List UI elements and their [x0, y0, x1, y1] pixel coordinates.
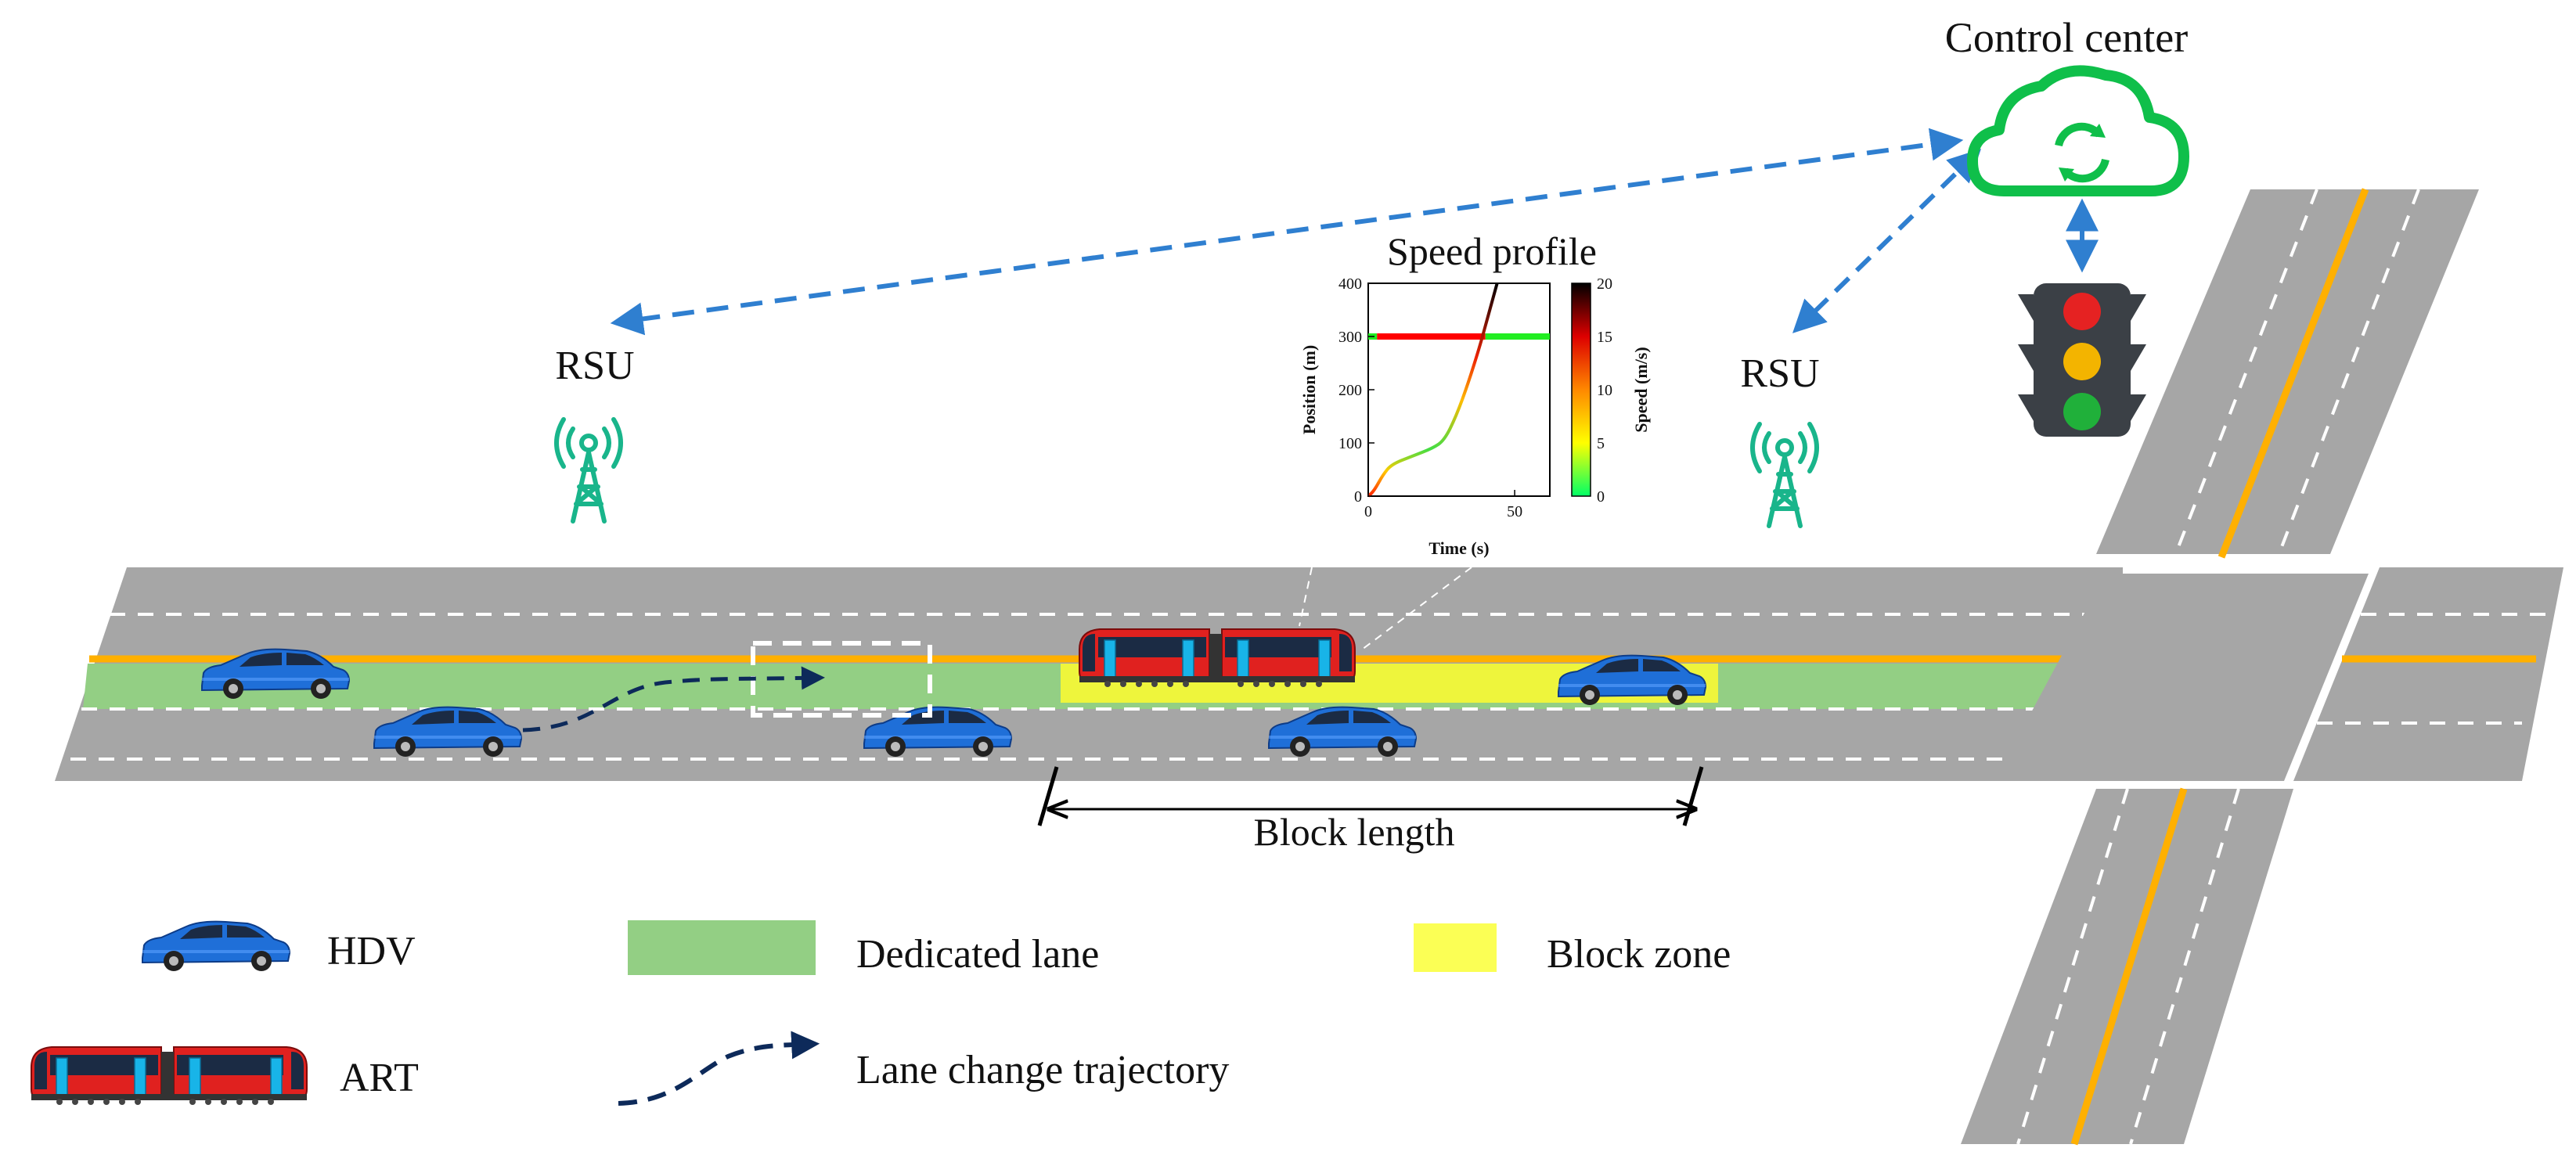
y-axis-label: Position (m): [1299, 345, 1319, 434]
legend-dedicated-lane-swatch: [628, 920, 816, 975]
colorbar-tick-label: 20: [1597, 275, 1612, 293]
link-cc-rsu-right: [1792, 149, 1982, 333]
colorbar-tick-label: 5: [1597, 435, 1605, 452]
art-vehicle: [1079, 628, 1356, 688]
legend-hdv-icon: [142, 920, 290, 972]
colorbar-tick-label: 15: [1597, 329, 1612, 346]
chart-title: Speed profile: [1387, 229, 1597, 273]
legend-art-label: ART: [340, 1056, 419, 1100]
y-tick-label: 100: [1338, 435, 1362, 452]
colorbar-tick-label: 0: [1597, 488, 1605, 506]
legend-art-icon: [31, 1046, 308, 1106]
control-center-label: Control center: [1945, 14, 2188, 61]
legend: HDV ART Dedicated lane Block zone Lane c…: [31, 920, 1731, 1106]
block-length-label: Block length: [1254, 810, 1455, 854]
block-length-dimension: [1037, 766, 1704, 826]
colorbar-tick-label: 10: [1597, 382, 1612, 399]
rsu-left-label: RSU: [555, 344, 634, 388]
rsu-right-icon: [1753, 424, 1817, 526]
y-tick-label: 400: [1338, 275, 1362, 293]
cross-road: [1961, 188, 2563, 1146]
legend-lane-change-icon: [618, 1031, 820, 1106]
cloud-icon: [1967, 65, 2189, 196]
traffic-light-icon: [2018, 283, 2146, 437]
x-tick-label: 0: [1364, 503, 1372, 520]
rsu-left-icon: [557, 419, 621, 521]
y-tick-label: 200: [1338, 382, 1362, 399]
lane-change-trajectory: [522, 666, 825, 732]
colorbar-label: Speed (m/s): [1631, 347, 1651, 432]
x-tick-label: 50: [1507, 503, 1522, 520]
rsu-right-label: RSU: [1740, 351, 1819, 396]
colorbar: [1571, 283, 1591, 497]
legend-lane-change-label: Lane change trajectory: [856, 1048, 1229, 1092]
y-tick-label: 300: [1338, 329, 1362, 346]
legend-hdv-label: HDV: [327, 929, 416, 973]
trajectory-line: [1367, 282, 1499, 498]
link-cc-rsu-left: [610, 128, 1964, 336]
x-axis-label: Time (s): [1429, 538, 1489, 558]
legend-block-zone-label: Block zone: [1547, 932, 1731, 977]
legend-block-zone-swatch: [1414, 923, 1497, 972]
legend-dedicated-lane-label: Dedicated lane: [856, 932, 1099, 977]
y-tick-label: 0: [1354, 488, 1362, 506]
